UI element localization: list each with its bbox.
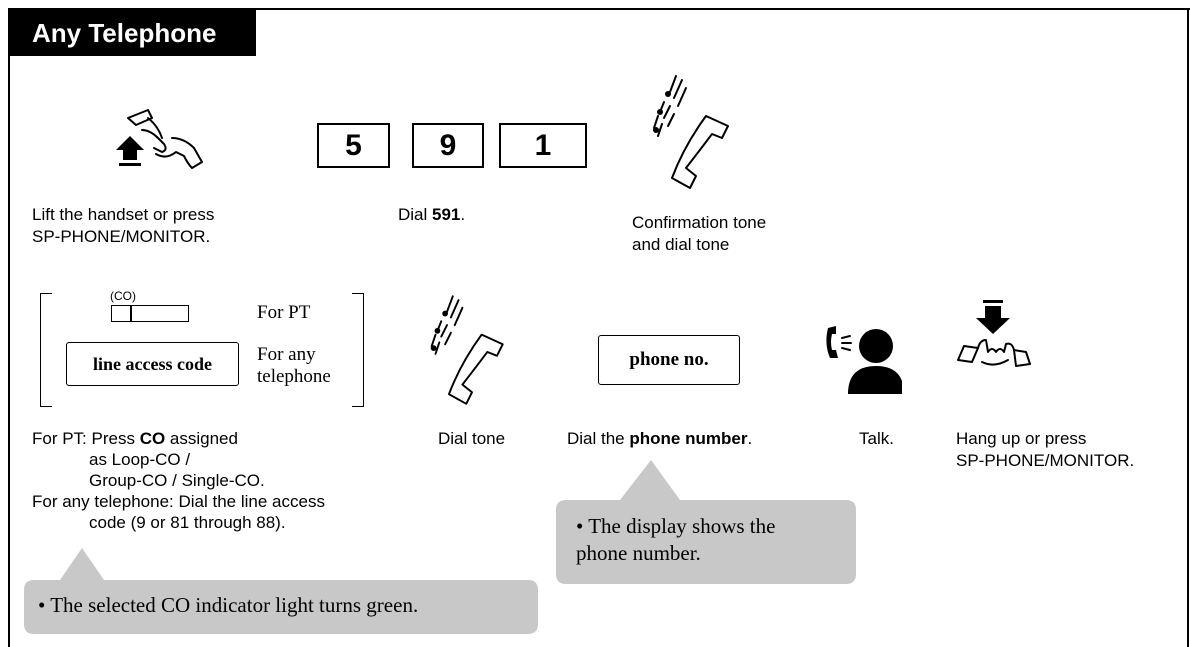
note-any-line1: For any telephone: Dial the line access	[32, 492, 325, 511]
handset-lift-icon	[116, 109, 203, 169]
ringing-handset-icon	[653, 75, 729, 189]
dial-phone-number: phone number	[629, 429, 748, 448]
hangup-caption: Hang up or press SP-PHONE/MONITOR.	[956, 429, 1135, 470]
indicator-callout-shape	[24, 548, 538, 634]
display-callout-text: • The display shows the phone number.	[576, 514, 776, 565]
note-pt-line3: Group-CO / Single-CO.	[89, 471, 265, 490]
note-pt-line1: For PT: Press CO assigned	[32, 428, 238, 450]
indicator-callout-text: • The selected CO indicator light turns …	[38, 593, 419, 617]
note-pt-co: CO	[139, 429, 166, 448]
display-callout-shape	[556, 460, 856, 584]
talk-caption: Talk.	[859, 429, 894, 448]
dial-591-caption: Dial 591.	[398, 204, 465, 226]
phone-number-box: phone no.	[598, 335, 740, 385]
handset-hangup-icon	[957, 300, 1031, 367]
left-bracket	[40, 293, 52, 407]
frame-top-border	[8, 8, 1190, 10]
dial-591-prefix: Dial	[398, 205, 433, 224]
for-pt-label: For PT	[257, 302, 311, 323]
line-access-code-box: line access code	[66, 342, 239, 386]
dial-tone-caption: Dial tone	[438, 429, 506, 448]
ringing-handset-icon	[430, 295, 504, 405]
right-bracket	[352, 293, 364, 407]
dial-591-number: 591	[432, 205, 461, 224]
section-header: Any Telephone	[8, 8, 256, 56]
dial-591-suffix: .	[460, 205, 466, 224]
co-button	[111, 305, 189, 322]
co-label: (CO)	[110, 289, 136, 303]
dial-phone-prefix: Dial the	[567, 429, 630, 448]
dial-key-9: 9	[412, 123, 484, 168]
dial-phone-number-caption: Dial the phone number.	[567, 428, 752, 450]
confirmation-tone-caption: Confirmation tone and dial tone	[632, 213, 767, 254]
note-any-line2: code (9 or 81 through 88).	[89, 513, 286, 532]
lift-handset-caption: Lift the handset or press SP-PHONE/MONIT…	[32, 205, 215, 246]
note-pt-suffix: assigned	[165, 429, 238, 448]
for-any-telephone-label: For any telephone	[257, 344, 331, 387]
talking-person-icon	[826, 326, 902, 394]
dial-key-5: 5	[317, 123, 390, 168]
dial-phone-suffix: .	[747, 429, 753, 448]
frame-left-border	[8, 8, 10, 647]
dial-key-1: 1	[499, 123, 587, 168]
frame-right-border	[1187, 8, 1189, 647]
note-pt-line2: as Loop-CO /	[89, 450, 191, 469]
note-pt-prefix: For PT: Press	[32, 429, 140, 448]
